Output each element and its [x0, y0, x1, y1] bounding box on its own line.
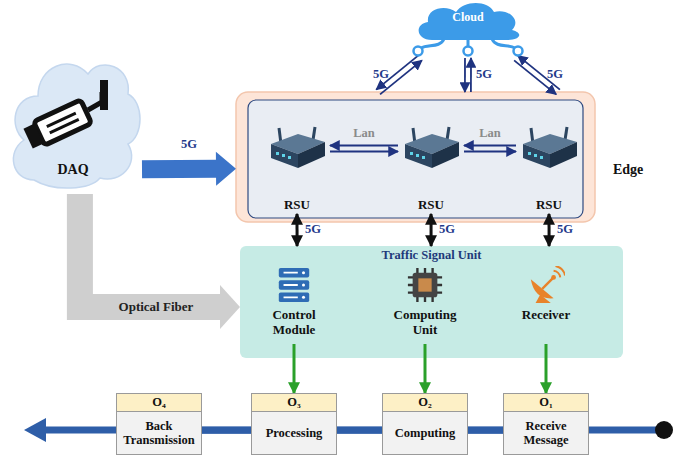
twin-connector [465, 58, 471, 92]
fat-connector [142, 152, 236, 186]
black-arrow [548, 214, 551, 246]
edge-label: 5G [305, 223, 321, 237]
operation-box: O₂Computing [382, 393, 468, 455]
edge-label: 5G [373, 68, 389, 82]
node-label: Cloud [408, 11, 528, 25]
node-body-text: Back Transmission [117, 412, 201, 454]
node-label: O₃ [252, 394, 336, 412]
edge-label: Lan [479, 127, 501, 141]
twin-connector [330, 145, 398, 151]
node-label: DAQ [4, 162, 142, 178]
twin-connector [464, 145, 516, 151]
icon-graphic [271, 127, 325, 168]
wireless-arrow [142, 152, 236, 186]
cloud-node: Cloud [408, 0, 528, 58]
module-icon [406, 266, 444, 304]
daq-cloud: DAQ [4, 40, 142, 194]
rsu-icon [267, 126, 327, 176]
icon-graphic [279, 268, 309, 302]
timeline-start-dot [655, 421, 673, 439]
timeline-segment [337, 427, 382, 434]
signal-unit-panel [240, 246, 623, 358]
black-connector [549, 214, 550, 246]
node-label: RSU [418, 198, 444, 213]
node-label: RSU [284, 198, 310, 213]
green-connector [425, 344, 426, 393]
fiber-band [80, 194, 220, 307]
black-connector [297, 214, 298, 246]
operation-box: O₃Processing [251, 393, 337, 455]
node-body-text: Computing [383, 412, 467, 454]
rsu-icon [519, 126, 579, 176]
rsu-node: RSU [264, 110, 330, 214]
black-arrow [296, 214, 299, 246]
node-label: Receiver [511, 308, 581, 323]
link-line [330, 151, 398, 153]
link-line [464, 145, 516, 147]
icon-graphic [531, 266, 565, 303]
panel-fill [240, 246, 623, 358]
black-connector [431, 214, 432, 246]
link-line [470, 58, 472, 92]
icon-graphic [408, 268, 442, 302]
plain-connector [202, 430, 251, 431]
node-label: Traffic Signal Unit [240, 246, 623, 262]
black-arrow [430, 214, 433, 246]
plain-connector [337, 430, 382, 431]
green-arrow [424, 344, 427, 393]
icon-graphic [523, 127, 577, 168]
timeline-segment [468, 427, 503, 434]
link-line [330, 145, 398, 147]
link-line [464, 58, 466, 92]
module-node: Computing Unit [380, 264, 470, 344]
module-icon [527, 266, 565, 304]
module-node: Receiver [505, 264, 587, 344]
green-arrow [545, 344, 548, 393]
icon-graphic [405, 127, 459, 168]
rsu-node: RSU [516, 110, 582, 214]
edge-panel: EdgeRSURSURSU [236, 92, 595, 222]
operation-box: O₄Back Transmission [116, 393, 202, 455]
edge-label: Lan [353, 127, 375, 141]
edge-label: 5G [181, 138, 197, 152]
fiber-arrowhead [220, 285, 240, 329]
edge-inner-panel [248, 100, 583, 218]
edge-outer-panel [236, 92, 595, 222]
green-arrow [293, 344, 296, 393]
node-body-text: Processing [252, 412, 336, 454]
panel-fill [236, 92, 595, 222]
node-label: Computing Unit [390, 308, 460, 338]
rsu-icon [401, 126, 461, 176]
cloud-outline [408, 0, 528, 58]
edge-label: 5G [557, 223, 573, 237]
node-label: O₂ [383, 394, 467, 412]
operation-box: O₁Receive Message [503, 393, 589, 455]
node-label: O₄ [117, 394, 201, 412]
node-body-text: Receive Message [504, 412, 588, 454]
edge-label: Optical Fiber [119, 300, 194, 314]
node-label: Control Module [259, 308, 329, 338]
edge-label: 5G [439, 223, 455, 237]
node-label: O₁ [504, 394, 588, 412]
link-line [464, 151, 516, 153]
node-label: Edge [613, 162, 643, 178]
green-connector [294, 344, 295, 393]
fiber-connector [80, 194, 240, 329]
edge-label: 5G [476, 68, 492, 82]
rsu-node: RSU [398, 110, 464, 214]
node-label: RSU [536, 198, 562, 213]
timeline-segment [202, 427, 251, 434]
module-icon [275, 266, 313, 304]
traffic-signal-panel: Traffic Signal UnitControl Module Computi… [240, 246, 623, 358]
module-node: Control Module [250, 264, 338, 344]
edge-label: 5G [547, 68, 563, 82]
timeline-arrowhead [24, 418, 46, 442]
plain-connector [468, 430, 503, 431]
green-connector [546, 344, 547, 393]
